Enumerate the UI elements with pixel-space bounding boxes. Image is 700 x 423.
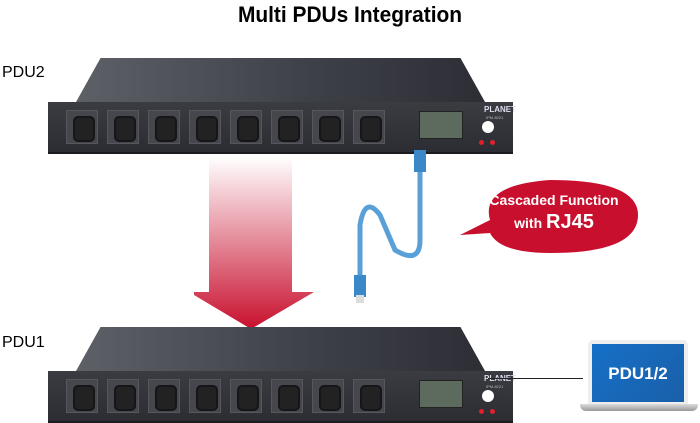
laptop-screen-text: PDU1/2 [608,364,668,383]
model-label: IPM-8221 [486,115,504,120]
laptop-screen: PDU1/2 [588,340,688,404]
power-outlet-icon [66,110,98,144]
power-outlet-icon [107,379,139,413]
callout-text: Cascaded Function with RJ45 [470,189,638,234]
pdu-top-panel [76,327,485,371]
status-led-icon [479,140,484,145]
power-outlet-icon [189,110,221,144]
pdu1-label: PDU1 [2,334,45,351]
pdu-front-panel: PLANET IPM-8221 [48,371,516,423]
status-led-icon [490,409,495,414]
power-outlet-icon [189,379,221,413]
power-outlet-icon [148,110,180,144]
pdu1-device: PLANET IPM-8221 [48,327,516,423]
callout-emphasis: RJ45 [546,211,594,233]
power-outlet-icon [66,379,98,413]
pdu-top-panel [76,58,485,102]
model-label: IPM-8221 [486,384,504,389]
diagram-title: Multi PDUs Integration [237,2,463,27]
control-button [482,390,494,402]
pdu2-label: PDU2 [2,64,45,81]
lcd-display [419,111,463,139]
callout-prefix: with [514,215,543,231]
laptop-display: PDU1/2 [592,344,684,402]
power-outlet-icon [312,379,344,413]
pdu-front-panel: PLANET IPM-8221 [48,102,516,154]
power-outlet-icon [353,379,385,413]
callout-line1: Cascaded Function [489,192,619,208]
callout-bubble [460,180,638,253]
status-led-icon [490,140,495,145]
power-outlet-icon [230,379,262,413]
brand-logo: PLANET [484,105,516,114]
power-outlet-icon [271,110,303,144]
status-led-icon [479,409,484,414]
power-outlet-icon [230,110,262,144]
laptop-icon: PDU1/2 [580,338,698,413]
control-button [482,121,494,133]
power-outlet-icon [148,379,180,413]
down-arrow-icon [194,157,314,329]
power-outlet-icon [107,110,139,144]
rj45-cable [354,150,426,303]
power-outlet-icon [312,110,344,144]
laptop-base [580,404,698,411]
power-outlet-icon [353,110,385,144]
pdu2-device: PLANET IPM-8221 [48,58,516,154]
power-outlet-icon [271,379,303,413]
lcd-display [419,380,463,408]
network-cable [488,378,583,379]
